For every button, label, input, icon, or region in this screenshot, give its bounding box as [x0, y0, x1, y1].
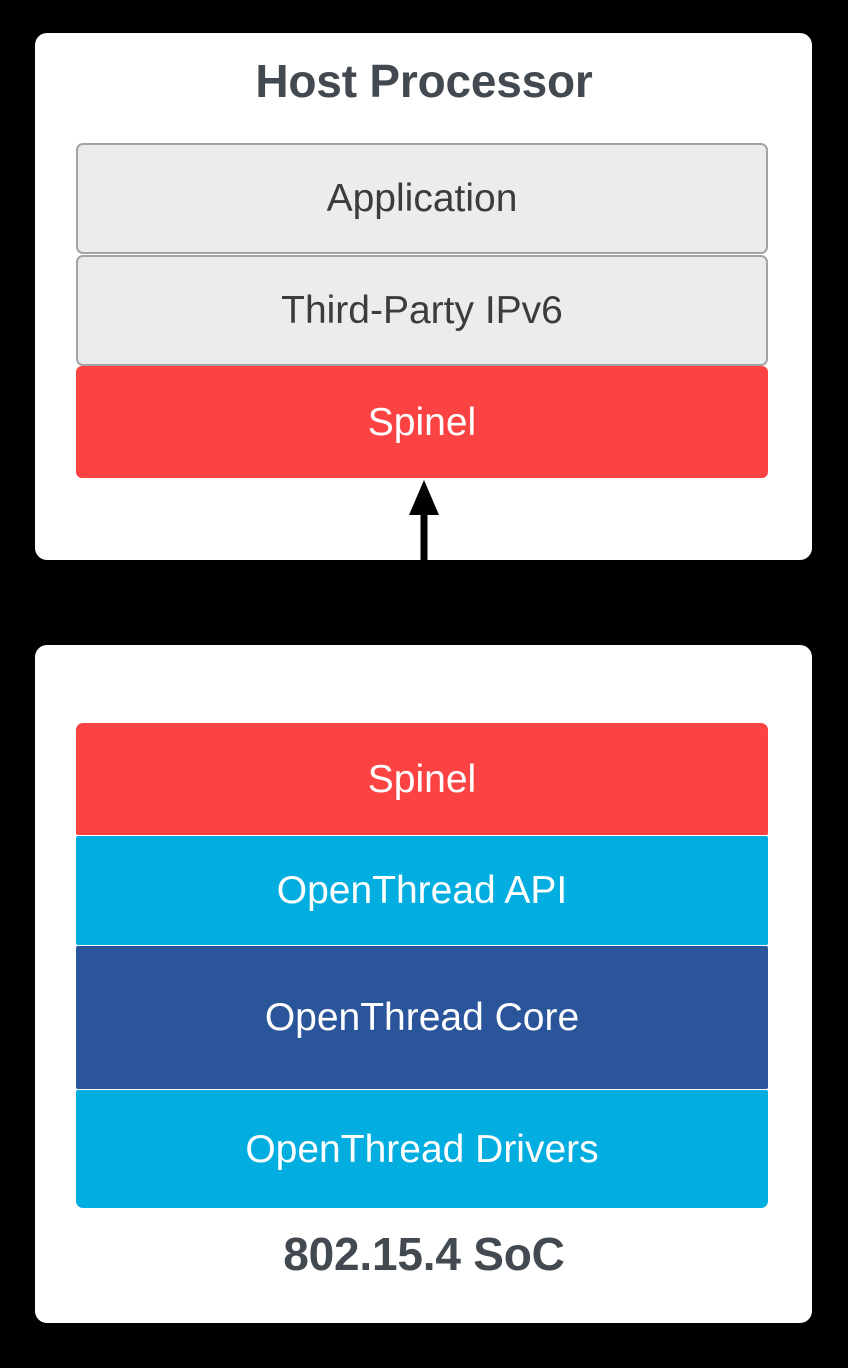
panel-soc-title: 802.15.4 SoC	[283, 1228, 565, 1280]
layer-third-party-ipv6-label: Third-Party IPv6	[281, 289, 563, 332]
layer-spinel-host[interactable]: Spinel	[76, 366, 768, 478]
layer-application[interactable]: Application	[76, 143, 768, 254]
layer-spinel-host-label: Spinel	[367, 400, 477, 444]
layer-spinel-soc-label: Spinel	[367, 757, 477, 801]
layer-openthread-core-label: OpenThread Core	[264, 996, 580, 1039]
layer-third-party-ipv6[interactable]: Third-Party IPv6	[76, 255, 768, 366]
layer-openthread-core[interactable]: OpenThread Core	[76, 946, 768, 1089]
layer-openthread-drivers[interactable]: OpenThread Drivers	[76, 1090, 768, 1208]
layer-application-label: Application	[326, 177, 518, 220]
layer-openthread-api[interactable]: OpenThread API	[76, 836, 768, 945]
layer-spinel-soc[interactable]: Spinel	[76, 723, 768, 835]
layer-openthread-drivers-label: OpenThread Drivers	[245, 1127, 599, 1171]
layer-openthread-api-label: OpenThread API	[276, 869, 568, 912]
panel-host-processor-title: Host Processor	[255, 55, 593, 107]
